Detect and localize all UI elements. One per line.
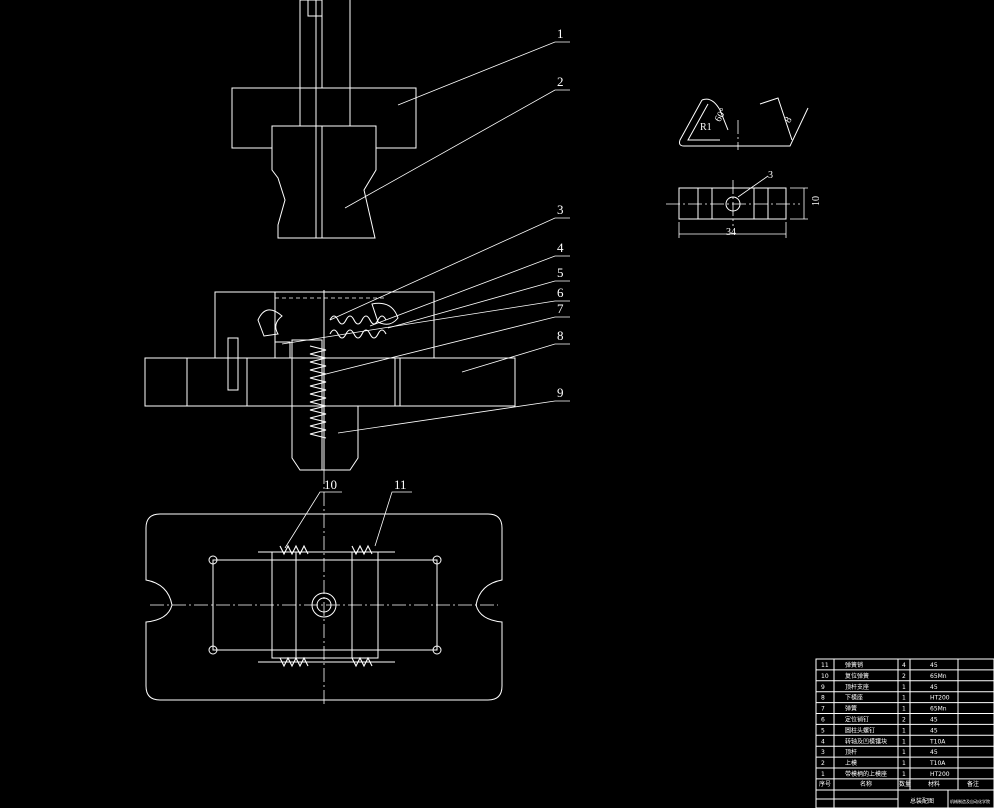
bom-cell-no: 5	[821, 727, 825, 734]
dim-height: 10	[811, 196, 822, 206]
bom-header-no: 序号	[819, 780, 831, 788]
bom-cell-material: 45	[930, 749, 938, 756]
bom-cell-name: 弹簧	[845, 705, 857, 713]
bom-cell-name: 顶杆支座	[845, 683, 869, 691]
callout-7: 7	[557, 301, 564, 316]
bom-cell-no: 7	[821, 706, 825, 713]
bom-cell-qty: 2	[902, 717, 906, 724]
bom-cell-material: 45	[930, 717, 938, 724]
bom-cell-material: 65Mn	[930, 706, 947, 713]
callout-11: 11	[394, 477, 407, 492]
bom-cell-material: 45	[930, 662, 938, 669]
bom-cell-material: 45	[930, 684, 938, 691]
bom-cell-qty: 1	[902, 771, 906, 778]
bom-cell-name: 带模柄的上模座	[845, 770, 887, 778]
callout-9: 9	[557, 385, 564, 400]
bom-cell-material: T10A	[929, 760, 946, 767]
bom-cell-qty: 1	[902, 738, 906, 745]
bom-cell-no: 4	[821, 738, 825, 745]
bom-cell-material: 45	[930, 727, 938, 734]
bom-cell-qty: 1	[902, 749, 906, 756]
bom-cell-no: 11	[821, 662, 829, 669]
bom-header-qty: 数量	[899, 780, 911, 788]
dim-side: 8	[783, 115, 795, 125]
bom-cell-no: 1	[821, 771, 825, 778]
dim-length: 34	[726, 227, 736, 238]
callout-2: 2	[557, 74, 564, 89]
bom-cell-name: 顶杆	[845, 748, 857, 756]
bom-cell-no: 3	[821, 749, 825, 756]
callout-6: 6	[557, 285, 564, 300]
leader-lines	[281, 41, 570, 549]
callout-1: 1	[557, 26, 564, 41]
bom-cell-name: 转轴及凹模镶块	[845, 737, 887, 745]
bom-header-mat: 材料	[928, 780, 940, 788]
dim-angle: 60°	[713, 106, 730, 124]
bom-cell-name: 下模座	[845, 694, 863, 702]
bom-cell-qty: 1	[902, 695, 906, 702]
bom-cell-no: 9	[821, 684, 825, 691]
dim-hole: 3	[768, 170, 773, 181]
bom-cell-material: T10A	[929, 738, 946, 745]
bom-cell-name: 圆柱头螺钉	[845, 726, 875, 734]
part-detail: R1 60° 8 3 10 34	[666, 97, 822, 238]
callout-4: 4	[557, 240, 564, 255]
bom-cell-material: HT200	[930, 771, 950, 778]
lower-die-assembly	[144, 290, 516, 471]
callout-5: 5	[557, 265, 564, 280]
bom-cell-qty: 1	[902, 684, 906, 691]
callouts: 1 2 3 4 5 6 7 8 9 10 11	[324, 26, 564, 492]
bom-cell-qty: 1	[902, 727, 906, 734]
bom-cell-no: 8	[821, 695, 825, 702]
bom-cell-qty: 4	[902, 662, 906, 669]
bom-cell-material: 65Mn	[930, 673, 947, 680]
bom-cell-no: 2	[821, 760, 825, 767]
bom-cell-name: 复位弹簧	[845, 672, 869, 680]
upper-die-assembly	[231, 0, 417, 239]
callout-10: 10	[324, 477, 337, 492]
bom-cell-qty: 1	[902, 706, 906, 713]
bom-cell-qty: 2	[902, 673, 906, 680]
callout-8: 8	[557, 328, 564, 343]
title-drawing: 总装配图	[910, 797, 934, 805]
bom-cell-name: 定位销钉	[845, 716, 869, 724]
callout-3: 3	[557, 202, 564, 217]
plan-view	[145, 470, 503, 705]
bom-cell-name: 弹簧销	[845, 661, 863, 669]
bom-cell-qty: 1	[902, 760, 906, 767]
bom-cell-material: HT200	[930, 695, 950, 702]
bom-cell-no: 6	[821, 717, 825, 724]
bom-header-name: 名称	[860, 780, 872, 788]
title-school: 机械制造及自动化学院	[950, 798, 990, 804]
bom-cell-no: 10	[821, 673, 829, 680]
bom-cell-name: 上模	[845, 759, 857, 767]
bom-header-remark: 备注	[967, 780, 979, 788]
dim-radius: R1	[700, 122, 712, 133]
